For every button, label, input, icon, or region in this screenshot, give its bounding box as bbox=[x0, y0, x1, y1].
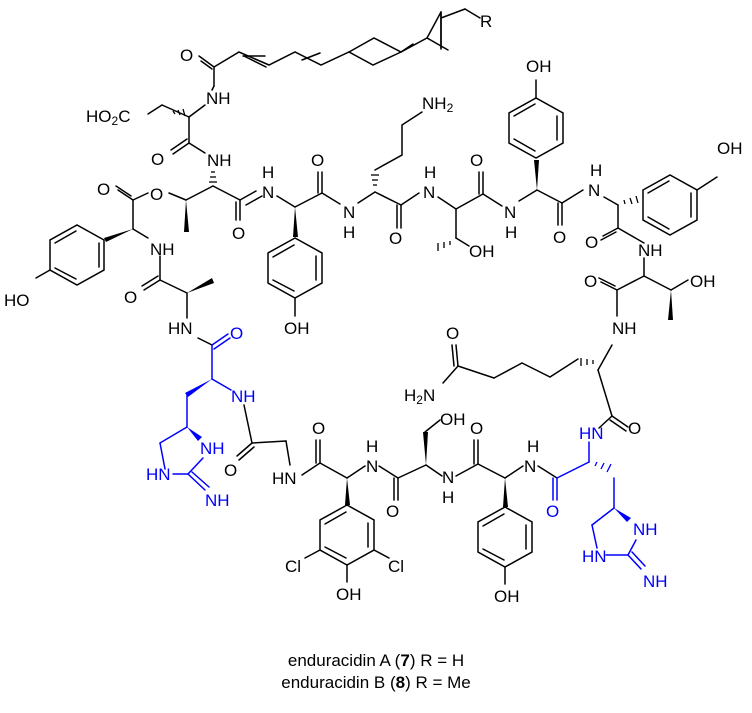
asp-carbonyl-o: O bbox=[151, 150, 164, 169]
thr1-nh: NH bbox=[207, 151, 232, 170]
end2-residue bbox=[537, 415, 646, 570]
lipid-carbonyl-o: O bbox=[180, 46, 193, 65]
end1-ring-nh: NH bbox=[200, 439, 225, 458]
lipid-amide-nh: NH bbox=[206, 89, 231, 108]
hpg2-n: N bbox=[504, 203, 516, 222]
caption-b-suffix: ) R = Me bbox=[405, 673, 471, 692]
hpg3-carbonyl-o: O bbox=[585, 233, 598, 252]
orn-n: N bbox=[343, 203, 355, 222]
dpg-cl-left: Cl bbox=[285, 557, 301, 576]
caption-a-prefix: enduracidin A ( bbox=[287, 651, 401, 670]
end2-imine: NH bbox=[643, 572, 668, 591]
hpg3-h: H bbox=[590, 161, 602, 180]
hpg2-oh: OH bbox=[526, 57, 552, 76]
thr3-carbonyl-o: O bbox=[584, 272, 597, 291]
end1-nh: NH bbox=[231, 387, 256, 406]
dpg-residue bbox=[301, 439, 390, 583]
thr1-carbonyl-o: O bbox=[232, 224, 245, 243]
gly-carbonyl-o: O bbox=[224, 461, 237, 480]
asp-residue bbox=[147, 104, 206, 155]
thr3-oh: OH bbox=[690, 272, 716, 291]
end2-carbonyl-o: O bbox=[546, 502, 559, 521]
ser-h: H bbox=[442, 488, 454, 507]
end2-hn: HN bbox=[579, 424, 604, 443]
dpg-oh: OH bbox=[336, 585, 362, 604]
cit-nh: NH bbox=[612, 319, 637, 338]
hpg2-h: H bbox=[505, 223, 517, 242]
ala-hn: HN bbox=[168, 319, 193, 338]
ester-o: O bbox=[150, 185, 163, 204]
hpg0-nh: NH bbox=[150, 240, 175, 259]
r-group-label: R bbox=[480, 12, 492, 31]
end2-ring-nh: NH bbox=[633, 520, 658, 539]
hpg4-residue bbox=[455, 439, 533, 585]
orn-nh2: NH2 bbox=[422, 94, 454, 115]
hpg3-n: N bbox=[588, 181, 600, 200]
thr2-oh: OH bbox=[469, 242, 495, 261]
asp-acid-label: HO2C bbox=[86, 107, 130, 128]
hpg1-residue bbox=[245, 171, 341, 317]
hpg1-carbonyl-o: O bbox=[311, 151, 324, 170]
hpg4-carbonyl-o: O bbox=[470, 419, 483, 438]
ser-oh: OH bbox=[440, 410, 466, 429]
ser-n: N bbox=[442, 468, 454, 487]
caption-line-enduracidin-a: enduracidin A (7) R = H bbox=[0, 651, 752, 671]
thr2-carbonyl-o: O bbox=[470, 151, 483, 170]
dpg-h: H bbox=[366, 437, 378, 456]
hpg4-h: H bbox=[527, 437, 539, 456]
hpg1-oh: OH bbox=[284, 319, 310, 338]
hpg3-residue bbox=[600, 174, 718, 244]
thr2-n: N bbox=[423, 183, 435, 202]
cit-carbonyl-o: O bbox=[628, 419, 641, 438]
hpg4-n: N bbox=[524, 457, 536, 476]
end1-imine: NH bbox=[205, 491, 230, 510]
thr3-nh: NH bbox=[638, 241, 663, 260]
thr2-h: H bbox=[424, 163, 436, 182]
end1-residue bbox=[159, 333, 291, 491]
compound-number-8: 8 bbox=[395, 673, 406, 692]
hpg0-residue bbox=[35, 224, 214, 319]
cit-amide-o: O bbox=[446, 324, 459, 343]
end2-ring-hn: HN bbox=[582, 547, 607, 566]
ala-carbonyl-o: O bbox=[124, 288, 137, 307]
ser-carbonyl-o: O bbox=[386, 502, 399, 521]
dpg-carbonyl-o: O bbox=[312, 419, 325, 438]
compound-number-7: 7 bbox=[400, 651, 410, 670]
caption-b-prefix: enduracidin B ( bbox=[281, 673, 396, 692]
orn-h: H bbox=[343, 223, 355, 242]
hpg1-n: N bbox=[262, 183, 274, 202]
caption-a-suffix: ) R = H bbox=[409, 651, 465, 670]
cit-residue bbox=[442, 344, 613, 417]
hpg1-h: H bbox=[262, 163, 274, 182]
hpg2-residue bbox=[508, 79, 584, 226]
cit-amide-n: H2N bbox=[404, 386, 435, 407]
thr2-residue bbox=[437, 171, 503, 251]
end1-carbonyl-o: O bbox=[230, 324, 243, 343]
hpg4-oh: OH bbox=[494, 587, 520, 606]
gly-hn: HN bbox=[272, 469, 297, 488]
ser-residue bbox=[378, 419, 443, 501]
hpg3-oh: OH bbox=[717, 139, 743, 158]
lipid-tail bbox=[198, 8, 481, 91]
caption-line-enduracidin-b: enduracidin B (8) R = Me bbox=[0, 673, 752, 693]
orn-carbonyl-o: O bbox=[389, 229, 402, 248]
hpg2-carbonyl-o: O bbox=[553, 228, 566, 247]
ester-carbonyl-o: O bbox=[97, 180, 110, 199]
orn-residue bbox=[357, 111, 423, 229]
thr3-residue bbox=[598, 257, 689, 320]
dpg-cl-right: Cl bbox=[388, 557, 404, 576]
end1-ring-hn: HN bbox=[146, 465, 171, 484]
thr1-residue bbox=[115, 171, 257, 232]
dpg-n: N bbox=[366, 457, 378, 476]
hpg0-oh: HO bbox=[4, 291, 30, 310]
